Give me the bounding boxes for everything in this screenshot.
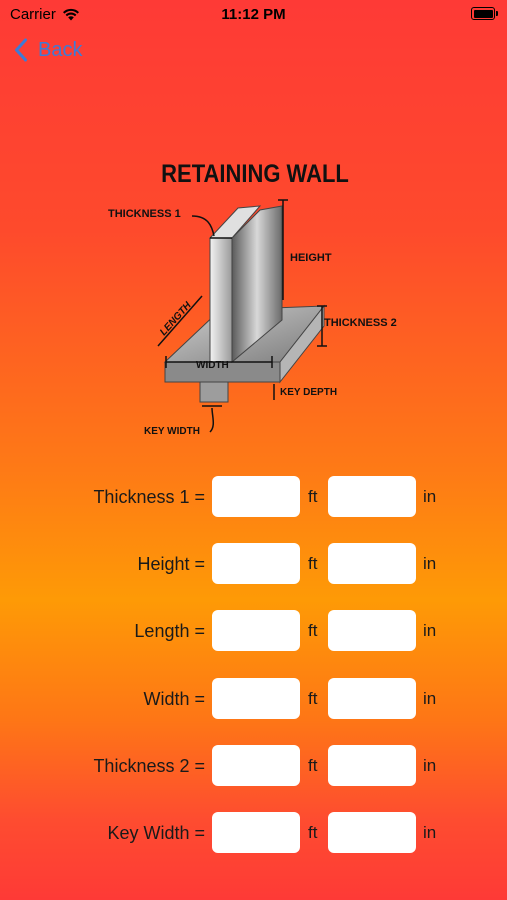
label-key-depth: KEY DEPTH xyxy=(280,387,337,398)
unit-ft: ft xyxy=(308,554,318,573)
label-height: HEIGHT xyxy=(290,252,332,264)
back-button[interactable]: Back xyxy=(14,38,82,62)
unit-ft: ft xyxy=(308,689,318,708)
length-in-input[interactable] xyxy=(328,610,416,651)
unit-in: in xyxy=(423,823,437,842)
width-in-input[interactable] xyxy=(328,678,416,719)
length-ft-input[interactable] xyxy=(212,610,300,651)
row-label: Length = xyxy=(134,621,205,641)
label-width: WIDTH xyxy=(196,360,229,371)
carrier-label: Carrier xyxy=(10,6,56,23)
unit-in: in xyxy=(423,621,437,640)
row-thickness-2: Thickness 2 = ft in xyxy=(0,745,507,787)
label-length: LENGTH xyxy=(158,300,194,338)
back-label: Back xyxy=(38,38,83,61)
unit-ft: ft xyxy=(308,621,318,640)
row-label: Thickness 1 = xyxy=(93,487,205,507)
unit-in: in xyxy=(423,689,437,708)
unit-in: in xyxy=(423,554,437,573)
row-label: Thickness 2 = xyxy=(93,756,205,776)
key-width-in-input[interactable] xyxy=(328,812,416,853)
row-length: Length = ft in xyxy=(0,610,507,652)
row-label: Key Width = xyxy=(107,823,205,843)
width-ft-input[interactable] xyxy=(212,678,300,719)
row-label: Width = xyxy=(143,689,205,709)
thickness-2-ft-input[interactable] xyxy=(212,745,300,786)
key-width-ft-input[interactable] xyxy=(212,812,300,853)
clock: 11:12 PM xyxy=(221,6,286,23)
unit-in: in xyxy=(423,487,437,506)
label-key-width: KEY WIDTH xyxy=(144,426,200,437)
battery-icon xyxy=(471,7,498,20)
label-thickness-2: THICKNESS 2 xyxy=(324,317,397,329)
row-width: Width = ft in xyxy=(0,678,507,720)
row-thickness-1: Thickness 1 = ft in xyxy=(0,476,507,518)
wifi-icon xyxy=(62,8,79,21)
row-height: Height = ft in xyxy=(0,543,507,585)
height-in-input[interactable] xyxy=(328,543,416,584)
label-thickness-1: THICKNESS 1 xyxy=(108,208,181,220)
thickness-1-ft-input[interactable] xyxy=(212,476,300,517)
thickness-2-in-input[interactable] xyxy=(328,745,416,786)
unit-ft: ft xyxy=(308,823,318,842)
retaining-wall-diagram: RETAINING WALL THICKNESS 1 HEIGHT THICKN… xyxy=(108,161,397,437)
unit-ft: ft xyxy=(308,756,318,775)
unit-in: in xyxy=(423,756,437,775)
height-ft-input[interactable] xyxy=(212,543,300,584)
unit-ft: ft xyxy=(308,487,318,506)
thickness-1-in-input[interactable] xyxy=(328,476,416,517)
status-bar: Carrier 11:12 PM xyxy=(0,0,507,30)
diagram-title: RETAINING WALL xyxy=(161,161,349,189)
chevron-left-icon xyxy=(15,38,27,62)
row-label: Height = xyxy=(137,554,205,574)
row-key-width: Key Width = ft in xyxy=(0,812,507,854)
carrier-indicator: Carrier xyxy=(10,6,80,23)
